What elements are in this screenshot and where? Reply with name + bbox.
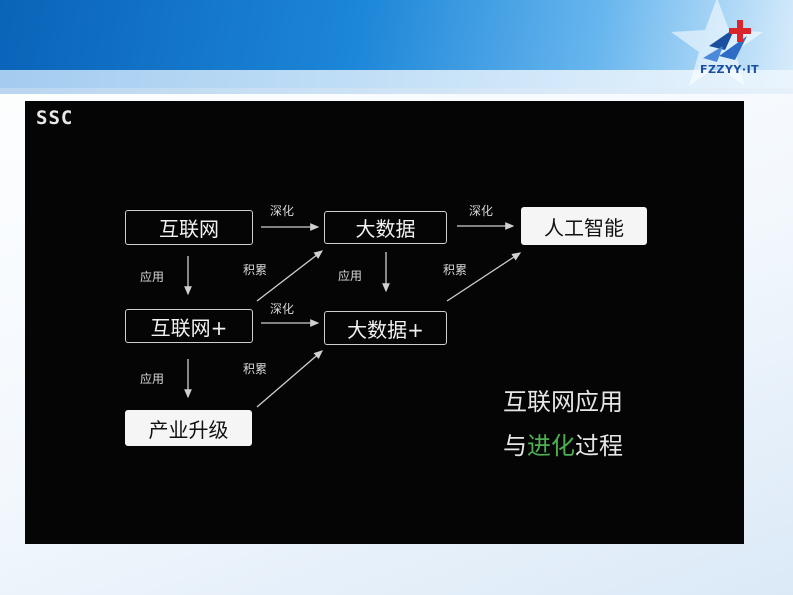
node-ai: 人工智能	[521, 207, 647, 245]
node-big-data: 大数据	[324, 211, 447, 244]
arrow-industry-to-bigdataplus	[256, 350, 323, 408]
caption-line-2: 与进化过程	[503, 426, 623, 461]
label-deepen-2: 深化	[469, 204, 494, 218]
label-deepen-3: 深化	[270, 302, 295, 316]
label-apply-1: 应用	[140, 270, 165, 284]
caption-suffix: 过程	[575, 432, 623, 460]
label-apply-2: 应用	[338, 269, 363, 283]
label-accumulate-1: 积累	[243, 263, 268, 277]
arrow-internetplus-to-bigdata	[256, 250, 324, 302]
node-industry-upgrade: 产业升级	[125, 410, 252, 446]
node-big-data-plus: 大数据+	[324, 311, 447, 345]
label-accumulate-2: 积累	[443, 263, 468, 277]
arrow-bigdataplus-to-ai	[446, 252, 522, 302]
caption-line-1: 互联网应用	[503, 388, 623, 416]
ssc-logo: SSC	[36, 107, 74, 129]
flow-arrows	[184, 222, 522, 408]
fzzyy-logo-icon	[703, 20, 751, 62]
label-apply-3: 应用	[140, 372, 165, 386]
header-divider	[0, 88, 793, 94]
diagram-slide: SSC 互联网 大数据 人工智能 互联网+ 大数据+ 产业升级 深化 深化 深化…	[25, 101, 744, 544]
logo-text: FZZYY·IT	[700, 63, 760, 76]
caption-highlight: 进化	[527, 432, 575, 460]
caption-prefix: 与	[503, 432, 527, 460]
header-banner	[0, 0, 793, 88]
label-deepen-1: 深化	[270, 204, 295, 218]
label-accumulate-3: 积累	[243, 362, 268, 376]
node-internet-plus: 互联网+	[125, 309, 253, 343]
node-internet: 互联网	[125, 210, 253, 245]
